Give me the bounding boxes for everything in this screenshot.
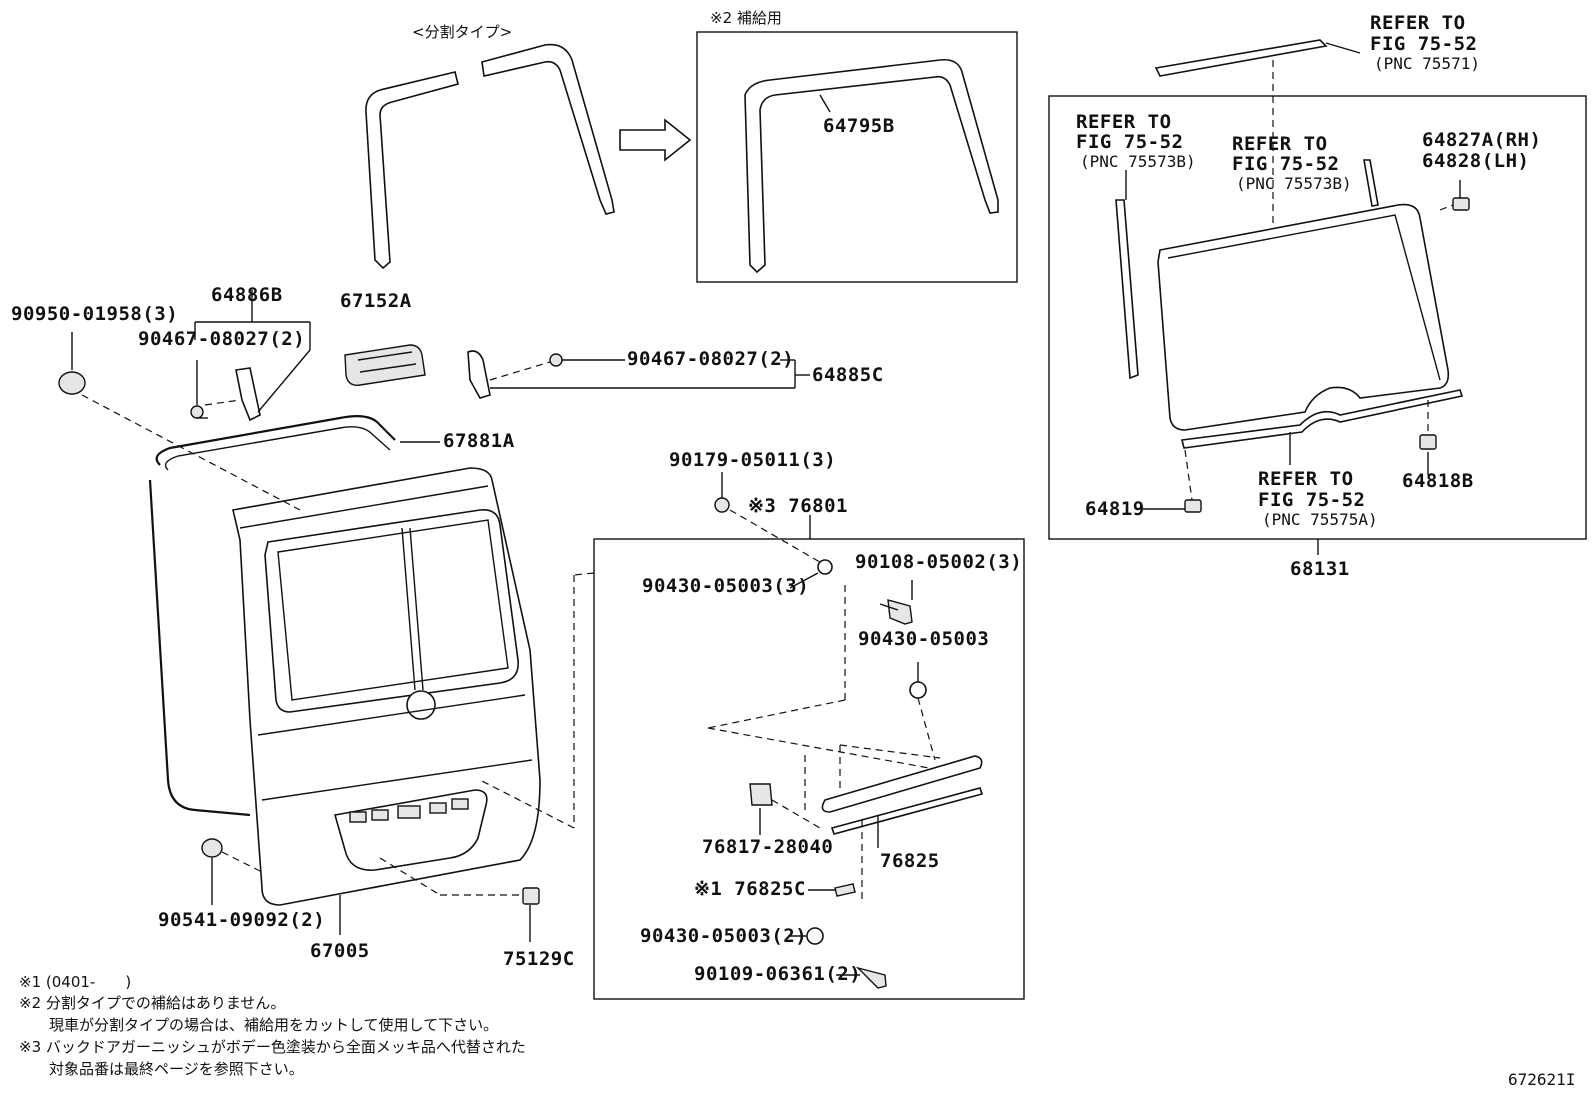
split-type-label: <分割タイプ>	[412, 23, 513, 41]
ref-75571-line3: (PNC 75571)	[1374, 54, 1480, 73]
part-64819: 64819	[1085, 498, 1145, 520]
part-90950: 90950-01958(3)	[11, 303, 179, 325]
weatherstrip-64795B	[744, 58, 999, 274]
part-64795B: 64795B	[823, 115, 895, 137]
ref-75573b-right-line2: FIG 75-52	[1232, 153, 1340, 175]
part-90541: 90541-09092(2)	[158, 909, 326, 931]
part-67005: 67005	[310, 940, 370, 962]
part-90430-2: 90430-05003(2)	[640, 925, 808, 947]
handle-67152A	[344, 344, 426, 386]
note-1: ※1 (0401- )	[19, 973, 132, 991]
part-76825C: ※1 76825C	[694, 878, 806, 900]
ref-75575a-line3: (PNC 75575A)	[1262, 510, 1378, 529]
part-90467-left: 90467-08027(2)	[138, 328, 306, 350]
door-window	[264, 508, 519, 713]
ref-75575a-line1: REFER TO	[1258, 468, 1354, 490]
part-76825: 76825	[880, 850, 940, 872]
garnish-box	[593, 538, 1025, 1000]
ref-75571-line2: FIG 75-52	[1370, 33, 1478, 55]
part-67152A: 67152A	[340, 290, 412, 312]
grommet-90950	[58, 371, 86, 395]
note-2: ※2 分割タイプでの補給はありません。	[19, 994, 286, 1012]
supply-label: ※2 補給用	[710, 9, 782, 27]
supply-box	[696, 31, 1018, 283]
ref-75573b-right-line3: (PNC 75573B)	[1236, 174, 1352, 193]
arrow-icon	[619, 118, 692, 162]
part-64828: 64828(LH)	[1422, 150, 1530, 172]
part-64886B: 64886B	[211, 284, 283, 306]
part-76801: ※3 76801	[748, 495, 848, 517]
ref-75573b-left-line1: REFER TO	[1076, 111, 1172, 133]
part-75129C: 75129C	[503, 948, 575, 970]
note-2-cont: 現車が分割タイプの場合は、補給用をカットして使用して下さい。	[19, 1016, 499, 1034]
garnish-76825	[821, 755, 983, 813]
note-3-cont: 対象品番は最終ページを参照下さい。	[19, 1060, 304, 1078]
back-glass	[1157, 203, 1450, 431]
part-68131: 68131	[1290, 558, 1350, 580]
ref-75573b-right-line1: REFER TO	[1232, 133, 1328, 155]
part-64885C: 64885C	[812, 364, 884, 386]
part-90108: 90108-05002(3)	[855, 551, 1023, 573]
part-90467-right: 90467-08027(2)	[627, 348, 795, 370]
part-90109: 90109-06361(2)	[694, 963, 862, 985]
part-90430-3: 90430-05003(3)	[642, 575, 810, 597]
part-64827A: 64827A(RH)	[1422, 129, 1542, 151]
note-3: ※3 バックドアガーニッシュがボデー色塗装から全面メッキ品へ代替された	[19, 1038, 526, 1056]
ref-75575a-line2: FIG 75-52	[1258, 489, 1366, 511]
part-67881A: 67881A	[443, 430, 515, 452]
part-76817: 76817-28040	[702, 836, 834, 858]
figure-id: 672621I	[1508, 1070, 1576, 1089]
ref-75573b-left-line2: FIG 75-52	[1076, 131, 1184, 153]
part-90430: 90430-05003	[858, 628, 990, 650]
ref-75573b-left-line3: (PNC 75573B)	[1080, 152, 1196, 171]
gasket-67881A	[148, 415, 396, 817]
split-weatherstrip	[365, 43, 615, 270]
part-64818B: 64818B	[1402, 470, 1474, 492]
ref-75571-line1: REFER TO	[1370, 12, 1466, 34]
part-90179: 90179-05011(3)	[669, 449, 837, 471]
